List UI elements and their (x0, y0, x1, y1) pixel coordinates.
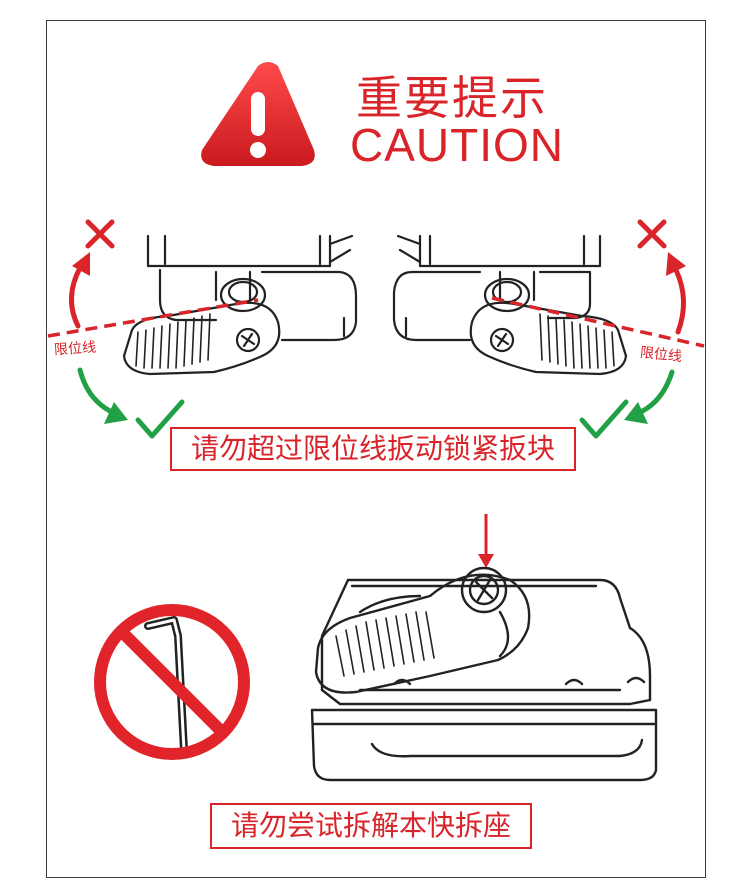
caution-title-en: CAUTION (350, 119, 564, 171)
no-disassembly-notice: 请勿尝试拆解本快拆座 (210, 803, 532, 849)
limit-line-label-left: 限位线 (53, 339, 97, 359)
page-frame (46, 20, 706, 878)
limit-line-label-right: 限位线 (639, 344, 683, 366)
caution-title-cn: 重要提示 (356, 71, 548, 125)
lever-limit-notice: 请勿超过限位线扳动锁紧扳块 (170, 427, 576, 471)
